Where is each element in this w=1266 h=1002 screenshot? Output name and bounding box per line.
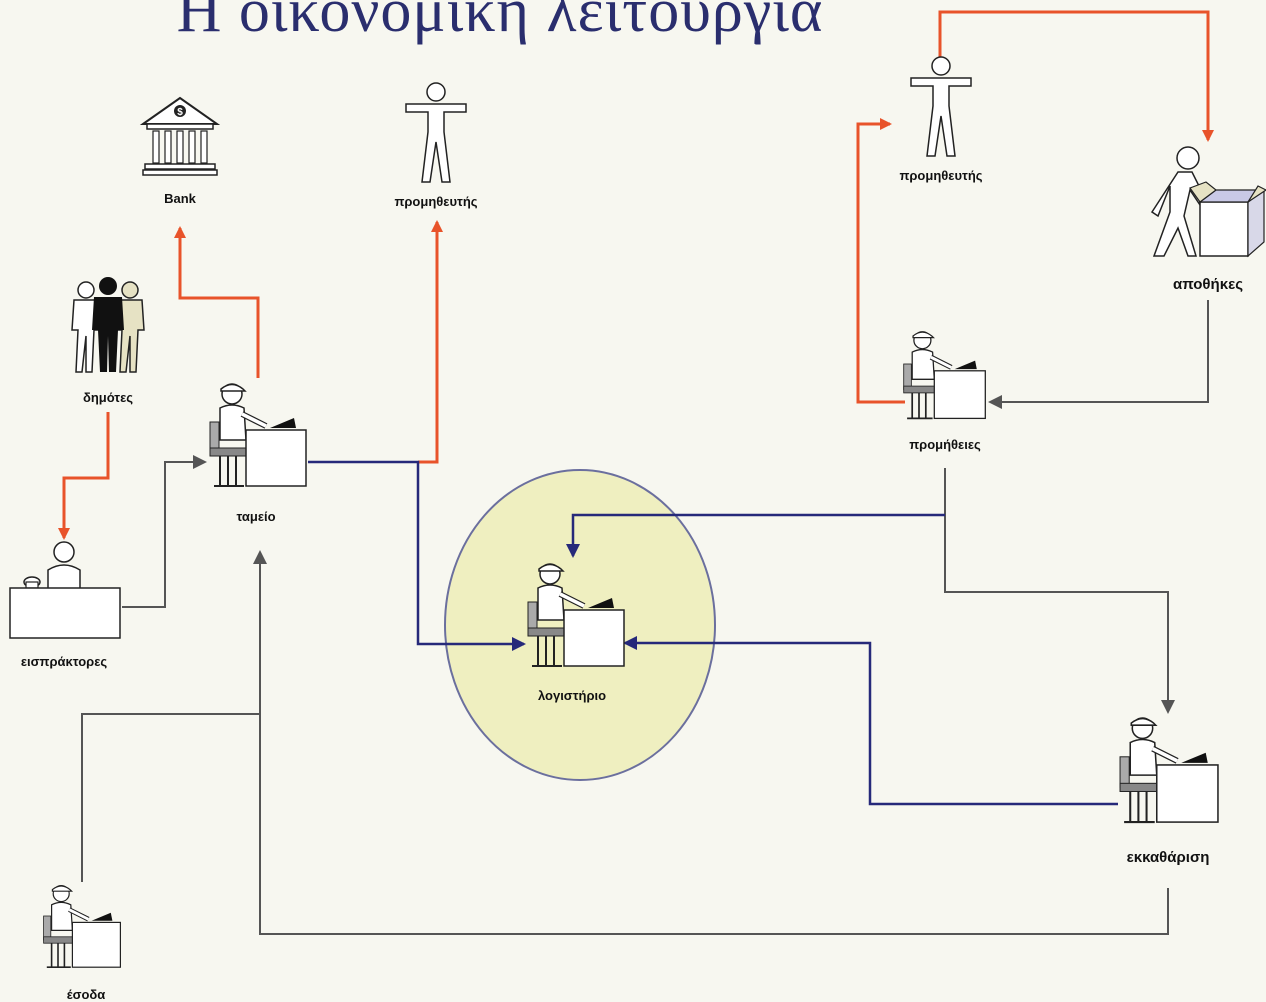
bank-label: Bank — [164, 191, 197, 206]
revenue-icon — [44, 886, 121, 968]
supplier-right-icon — [910, 56, 972, 157]
cashier-to-accounting-arrow — [308, 460, 526, 651]
collectors-icon — [9, 541, 121, 639]
citizens-icon — [71, 277, 145, 373]
collectors-label: εισπράκτορες — [21, 654, 108, 669]
procurement-to-supplier-arrow — [856, 118, 905, 404]
procurement-icon — [904, 332, 986, 419]
warehouses-icon — [1150, 146, 1266, 258]
bank-icon: $ — [139, 96, 221, 176]
collectors-to-cashier-arrow — [122, 455, 207, 608]
supplier-right-label: προμηθευτής — [899, 168, 982, 183]
clearance-label: εκκαθάριση — [1127, 849, 1210, 866]
procurement-label: προμήθειες — [909, 437, 981, 452]
clearance-to-accounting-arrow — [623, 636, 1118, 806]
revenue-to-cashier-line — [81, 713, 260, 882]
revenue-label: έσοδα — [67, 987, 106, 1002]
clearance-to-cashier-arrow — [253, 550, 1169, 935]
citizens-to-collectors-arrow — [58, 412, 110, 540]
warehouses-label: αποθήκες — [1173, 276, 1243, 293]
diagram-title: Η οικονομική λειτουργία — [176, 0, 824, 45]
cashier-to-supplier-arrow — [418, 220, 443, 464]
cashier-icon — [210, 384, 306, 486]
supplier-left-icon — [405, 82, 467, 183]
clearance-icon — [1120, 718, 1218, 822]
supplier-to-warehouses-arrow — [938, 10, 1214, 142]
warehouses-to-procurement-arrow — [988, 300, 1209, 409]
procurement-to-clearance-arrow — [944, 468, 1175, 714]
citizens-label: δημότες — [83, 390, 133, 405]
supplier-left-label: προμηθευτής — [394, 194, 477, 209]
cashier-to-bank-arrow — [174, 226, 260, 378]
cashier-label: ταμείο — [236, 509, 275, 524]
svg-text:$: $ — [177, 107, 183, 118]
accounting-label: λογιστήριο — [538, 688, 606, 703]
procurement-to-accounting-arrow — [566, 513, 945, 558]
